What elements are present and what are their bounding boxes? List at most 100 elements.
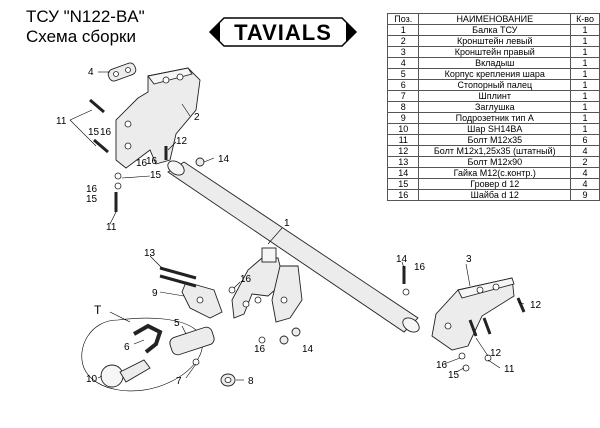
cell-qty: 1 [570, 101, 600, 113]
col-header-name: НАИМЕНОВАНИЕ [418, 13, 572, 25]
logo-text: TAVIALS [234, 20, 332, 45]
cell-pos: 10 [386, 123, 420, 135]
cell-qty: 2 [570, 156, 600, 168]
cell-pos: 8 [386, 101, 420, 113]
callout-15-lower: 15 [86, 194, 98, 205]
cell-name: Стопорный палец [418, 79, 572, 91]
table-header-row: Поз. НАИМЕНОВАНИЕ К-во [386, 13, 600, 25]
callout-10: 10 [86, 374, 98, 385]
cell-pos: 15 [386, 178, 420, 190]
cell-pos: 3 [386, 46, 420, 58]
cell-qty: 1 [570, 112, 600, 124]
callout-11-left: 11 [56, 116, 67, 127]
cell-name: Болт M12x35 [418, 134, 572, 146]
cell-qty: 1 [570, 79, 600, 91]
callout-15-left-top: 15 [88, 127, 100, 138]
cell-qty: 4 [570, 145, 600, 157]
cell-qty: 4 [570, 178, 600, 190]
diagram-subtitle: Схема сборки [26, 27, 136, 46]
col-header-pos: Поз. [386, 13, 420, 25]
callout-11-right: 11 [504, 364, 515, 375]
callout-16-right: 16 [414, 262, 426, 273]
callout-16-b: 16 [136, 158, 148, 169]
cell-qty: 1 [570, 90, 600, 102]
col-header-qty: К-во [570, 13, 600, 25]
cell-name: Подрозетник тип А [418, 112, 572, 124]
callout-labels: 4 2 11 15 16 12 16 14 16 15 16 15 11 1 1… [56, 67, 542, 387]
cell-name: Вкладыш [418, 57, 572, 69]
callout-15-b: 15 [150, 170, 162, 181]
callout-4: 4 [88, 67, 94, 78]
callout-2: 2 [194, 112, 200, 123]
cell-pos: 14 [386, 167, 420, 179]
tow-bar-beam-part [167, 160, 420, 333]
cell-pos: 4 [386, 57, 420, 69]
cell-qty: 1 [570, 35, 600, 47]
callout-5: 5 [174, 318, 180, 329]
cell-pos: 12 [386, 145, 420, 157]
cell-pos: 1 [386, 24, 420, 36]
callout-12-bottom: 12 [490, 348, 502, 359]
cell-name: Гровер d 12 [418, 178, 572, 190]
cell-name: Кронштейн левый [418, 35, 572, 47]
callout-12-right: 12 [530, 300, 542, 311]
socket-holder-part [181, 281, 223, 319]
cell-pos: 9 [386, 112, 420, 124]
cell-qty: 1 [570, 24, 600, 36]
bolts-m12x90 [159, 266, 197, 288]
callout-14-left: 14 [218, 154, 230, 165]
cell-pos: 7 [386, 90, 420, 102]
cell-qty: 9 [570, 189, 600, 201]
cell-name: Кронштейн правый [418, 46, 572, 58]
callout-9: 9 [152, 288, 158, 299]
leader-lines [69, 71, 525, 381]
cell-qty: 4 [570, 167, 600, 179]
cell-name: Болт M12x90 [418, 156, 572, 168]
callout-16-mid: 16 [146, 156, 158, 167]
tavials-logo: TAVIALS [208, 17, 358, 47]
cell-qty: 1 [570, 46, 600, 58]
callout-16-lower: 16 [86, 184, 98, 195]
cell-name: Шплинт [418, 90, 572, 102]
right-bracket-part [431, 277, 515, 351]
fasteners [89, 98, 526, 372]
cell-name: Заглушка [418, 101, 572, 113]
cell-name: Шар SH14BA [418, 123, 572, 135]
insert-part [107, 62, 137, 82]
callout-1: 1 [284, 218, 290, 229]
callout-14-bottom: 14 [302, 344, 314, 355]
cell-pos: 13 [386, 156, 420, 168]
callout-12-left: 12 [176, 136, 188, 147]
left-bracket-part [115, 67, 201, 169]
cell-name: Балка ТСУ [418, 24, 572, 36]
callout-8: 8 [248, 376, 254, 387]
cell-qty: 1 [570, 57, 600, 69]
callout-11-lower: 11 [106, 222, 117, 233]
callout-16-left-top: 16 [100, 127, 112, 138]
callout-3: 3 [466, 254, 472, 265]
callout-6: 6 [124, 342, 130, 353]
cell-pos: 16 [386, 189, 420, 201]
callout-T: T [94, 303, 102, 317]
cell-pos: 5 [386, 68, 420, 80]
cell-qty: 1 [570, 123, 600, 135]
cell-name: Гайка M12(с.контр.) [418, 167, 572, 179]
callout-16-bottom: 16 [254, 344, 266, 355]
cell-name: Шайба d 12 [418, 189, 572, 201]
